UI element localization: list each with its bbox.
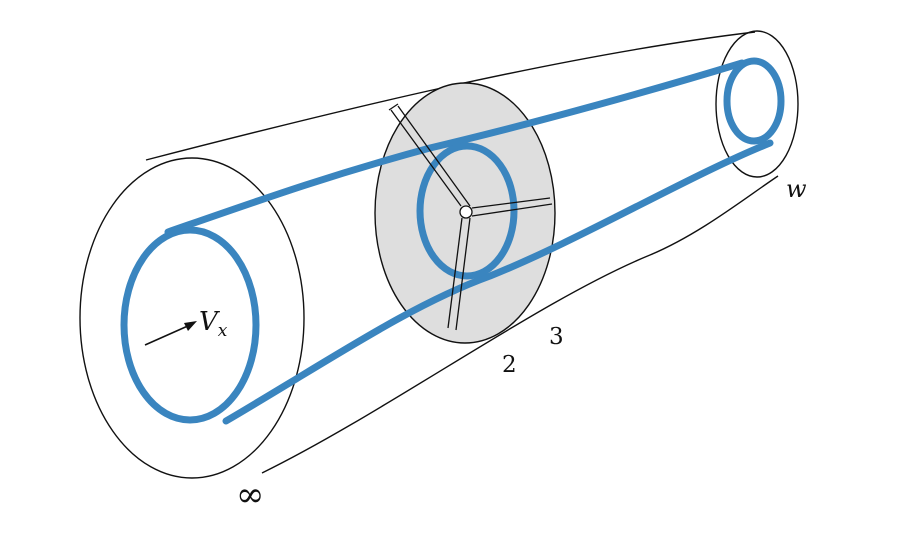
rotor-front-station-label: 2 [502, 352, 517, 378]
velocity-arrow [144, 321, 197, 346]
velocity-label-subscript: x [218, 321, 228, 341]
rotor-blade-right [471, 197, 553, 217]
velocity-arrow-shaft [144, 324, 191, 346]
rotor-edge-top [388, 103, 399, 111]
streamtube-upstream-ellipse [120, 226, 260, 424]
rotor-hub [459, 205, 473, 219]
streamtube-rotor-ellipse [416, 142, 518, 280]
streamtube-wake-ellipse [723, 57, 785, 145]
velocity-arrow-head [184, 321, 197, 331]
wake-station-label: w [786, 175, 807, 203]
streamtube-bottom-line [222, 139, 774, 425]
streamtube [120, 57, 785, 425]
streamtube-top-line [164, 59, 746, 236]
velocity-label-main: V [199, 307, 220, 337]
outer-bottom-boundary [261, 175, 779, 474]
rotor-blade-upper [390, 105, 471, 207]
upstream-outer-ellipse [79, 157, 305, 479]
wake-outer-ellipse [715, 30, 799, 178]
rotor-blades [390, 105, 553, 331]
rotor-back-station-label: 3 [549, 324, 564, 350]
upstream-station-label: ∞ [236, 475, 264, 515]
rotor-blade-lower [447, 217, 471, 331]
velocity-label: Vx [199, 307, 228, 341]
